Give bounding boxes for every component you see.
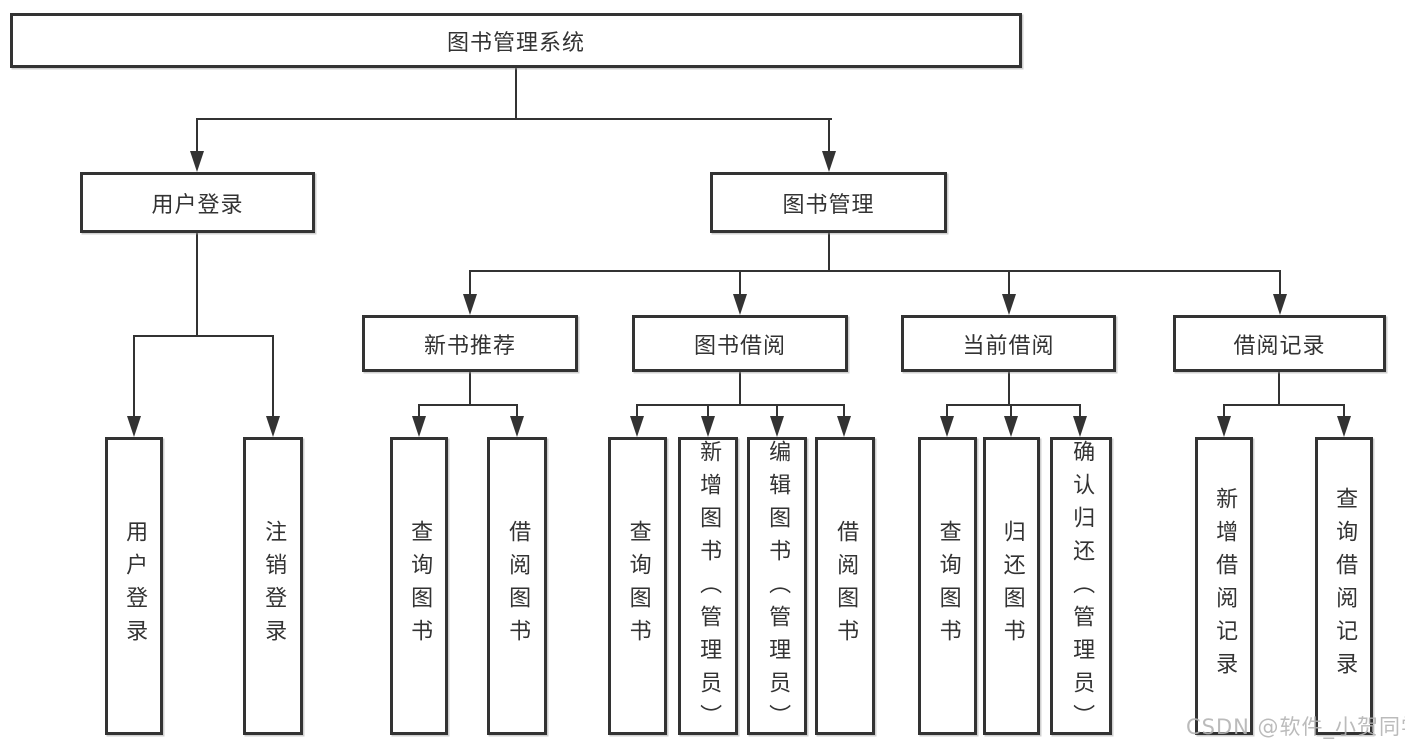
leaf-label: 新增图书（管理员） <box>696 440 722 737</box>
connector-drop-new-books <box>469 270 471 296</box>
leaf-label: 用户登录 <box>122 520 148 652</box>
connector-user-login-bar <box>133 335 274 337</box>
leaf-edit-books-admin: 编辑图书（管理员） <box>747 437 807 737</box>
leaf-query-books-borrowing: 查询图书 <box>608 437 667 735</box>
connector-current-borrow-trunk <box>1008 372 1010 406</box>
arrow-down-icon <box>822 151 836 172</box>
leaf-label: 查询图书 <box>407 520 433 652</box>
leaf-borrow-books-recommend: 借阅图书 <box>487 437 547 735</box>
connector-user-login-trunk <box>196 233 198 337</box>
connector-drop <box>636 404 638 418</box>
arrow-down-icon <box>1273 294 1287 315</box>
arrow-down-icon <box>940 416 954 437</box>
connector-level1-bar <box>196 118 832 120</box>
arrow-down-icon <box>1217 416 1231 437</box>
connector-level2-bar <box>469 270 1281 272</box>
node-new-book-recommendation: 新书推荐 <box>362 315 578 372</box>
node-book-management: 图书管理 <box>710 172 947 233</box>
leaf-label: 借阅图书 <box>505 520 531 652</box>
arrow-down-icon <box>510 416 524 437</box>
connector-drop-book-borrow <box>739 270 741 296</box>
connector-book-mgmt-trunk <box>828 233 830 272</box>
connector-drop-user-login <box>196 118 198 153</box>
leaf-borrow-books: 借阅图书 <box>815 437 875 735</box>
leaf-label: 归还图书 <box>999 520 1025 652</box>
leaf-add-borrow-record: 新增借阅记录 <box>1195 437 1253 735</box>
connector-drop-book-mgmt <box>828 118 830 153</box>
leaf-label: 新增借阅记录 <box>1212 487 1238 685</box>
connector-drop <box>1343 404 1345 418</box>
leaf-label: 借阅图书 <box>833 520 859 652</box>
leaf-logout: 注销登录 <box>243 437 303 735</box>
connector-current-borrow-bar <box>946 404 1081 406</box>
connector-new-books-trunk <box>469 372 471 406</box>
leaf-query-books-recommend: 查询图书 <box>390 437 448 735</box>
node-borrowing-records: 借阅记录 <box>1173 315 1386 372</box>
connector-new-books-bar <box>418 404 518 406</box>
connector-drop <box>946 404 948 418</box>
leaf-query-books-current: 查询图书 <box>918 437 977 735</box>
arrow-down-icon <box>190 151 204 172</box>
connector-book-borrow-bar <box>636 404 845 406</box>
arrow-down-icon <box>701 416 715 437</box>
arrow-down-icon <box>412 416 426 437</box>
arrow-down-icon <box>1337 416 1351 437</box>
arrow-down-icon <box>1004 416 1018 437</box>
leaf-add-books-admin: 新增图书（管理员） <box>678 437 738 737</box>
arrow-down-icon <box>770 416 784 437</box>
connector-drop-logout <box>272 335 274 417</box>
leaf-label: 查询图书 <box>625 520 651 652</box>
leaf-user-login: 用户登录 <box>105 437 163 735</box>
connector-drop <box>843 404 845 418</box>
connector-drop-login <box>133 335 135 417</box>
connector-drop-current-borrow <box>1008 270 1010 296</box>
connector-borrow-records-bar <box>1223 404 1345 406</box>
leaf-return-books: 归还图书 <box>983 437 1040 735</box>
arrow-down-icon <box>463 294 477 315</box>
leaf-label: 编辑图书（管理员） <box>765 440 791 737</box>
arrow-down-icon <box>837 416 851 437</box>
connector-drop <box>516 404 518 418</box>
connector-drop <box>776 404 778 418</box>
node-current-borrowing: 当前借阅 <box>901 315 1116 372</box>
arrow-down-icon <box>266 416 280 437</box>
connector-drop <box>418 404 420 418</box>
leaf-label: 查询图书 <box>935 520 961 652</box>
arrow-down-icon <box>1002 294 1016 315</box>
arrow-down-icon <box>733 294 747 315</box>
leaf-confirm-return-admin: 确认归还（管理员） <box>1050 437 1112 737</box>
arrow-down-icon <box>630 416 644 437</box>
leaf-label: 确认归还（管理员） <box>1069 440 1095 737</box>
leaf-label: 查询借阅记录 <box>1332 487 1358 685</box>
connector-drop <box>1079 404 1081 418</box>
connector-book-borrow-trunk <box>739 372 741 406</box>
node-user-login: 用户登录 <box>80 172 315 233</box>
leaf-query-borrow-record: 查询借阅记录 <box>1315 437 1373 735</box>
connector-drop-borrow-records <box>1279 270 1281 296</box>
connector-borrow-records-trunk <box>1278 372 1280 406</box>
connector-drop <box>1010 404 1012 418</box>
connector-drop <box>1223 404 1225 418</box>
connector-drop <box>707 404 709 418</box>
arrow-down-icon <box>1073 416 1087 437</box>
node-book-borrowing: 图书借阅 <box>632 315 848 372</box>
arrow-down-icon <box>127 416 141 437</box>
leaf-label: 注销登录 <box>261 520 287 652</box>
connector-root-trunk <box>515 68 517 120</box>
node-library-management-system: 图书管理系统 <box>10 13 1022 68</box>
